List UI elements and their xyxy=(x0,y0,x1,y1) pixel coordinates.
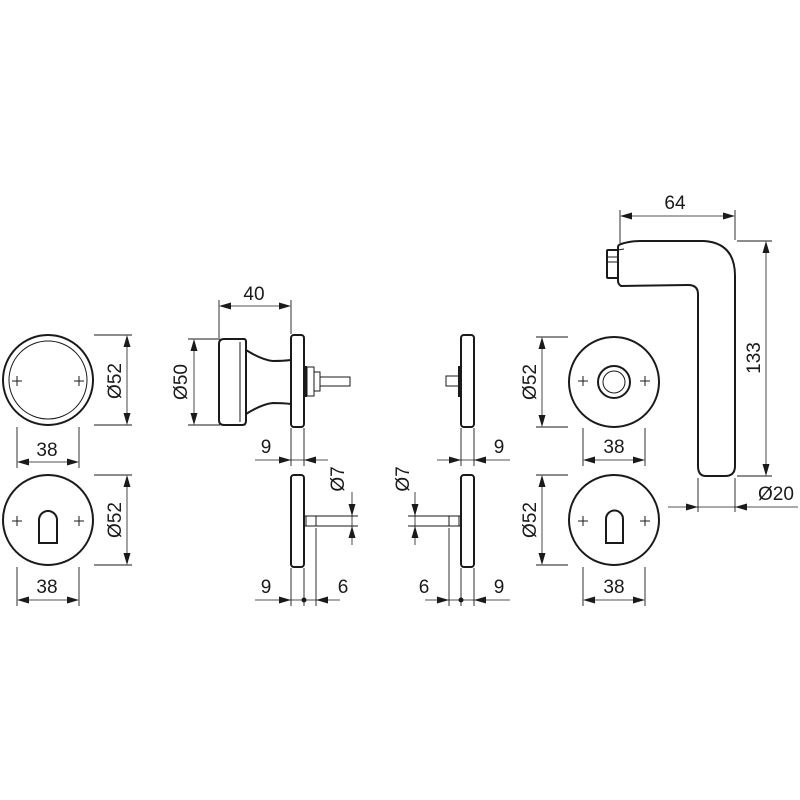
cylinder-rose-right-front-view xyxy=(568,474,660,566)
lever-diameter-dimension: Ø20 xyxy=(668,478,798,512)
right-pin-diameter-dimension: Ø7 xyxy=(393,466,449,545)
knob-diameter-label: Ø50 xyxy=(171,364,192,400)
plain-rose-diameter-dimension: Ø52 xyxy=(94,334,132,426)
left-pin-bottom-dimension: 9 6 xyxy=(255,528,348,606)
cylinder-rose-front-view xyxy=(2,474,94,566)
rose-with-pin-right xyxy=(448,474,475,568)
cylinder-rose-right-width-dimension: 38 xyxy=(582,567,646,606)
knob-rose-thickness-label: 9 xyxy=(261,437,272,458)
cylinder-rose-width-dimension: 38 xyxy=(16,567,80,606)
plain-rose-diameter-label: Ø52 xyxy=(105,363,126,399)
rose-right-thickness-label: 9 xyxy=(494,437,505,458)
right-pin-bottom-dimension: 6 9 xyxy=(419,528,510,606)
key-rose-front-view xyxy=(568,336,660,428)
cylinder-rose-right-diameter-label: Ø52 xyxy=(520,502,541,538)
key-rose-diameter-label: Ø52 xyxy=(520,364,541,400)
lever-height-dimension: 133 xyxy=(737,240,772,477)
knob-length-label: 40 xyxy=(243,284,264,305)
cylinder-rose-diameter-label: Ø52 xyxy=(105,502,126,538)
left-pin-thickness-label: 9 xyxy=(261,577,272,598)
lever-handle-side-view xyxy=(606,240,736,477)
lever-reach-label: 64 xyxy=(664,193,686,214)
plain-rose-width-dimension: 38 xyxy=(16,427,80,468)
cylinder-rose-right-diameter-dimension: Ø52 xyxy=(520,474,568,566)
knob-diameter-dimension: Ø50 xyxy=(171,338,220,426)
left-pin-diameter-dimension: Ø7 xyxy=(316,466,358,545)
left-pin-length-label: 6 xyxy=(338,577,349,598)
key-rose-width-dimension: 38 xyxy=(582,428,646,466)
rose-right-thickness-dimension: 9 xyxy=(437,428,510,466)
lever-diameter-label: Ø20 xyxy=(758,484,794,505)
plain-rose-width-label: 38 xyxy=(36,440,57,461)
key-rose-width-label: 38 xyxy=(603,437,624,458)
right-pin-thickness-label: 9 xyxy=(494,577,505,598)
rose-with-pin-left xyxy=(290,474,317,568)
lever-height-label: 133 xyxy=(744,342,765,374)
cylinder-rose-right-width-label: 38 xyxy=(603,577,624,598)
rose-side-view-right xyxy=(445,334,475,428)
key-rose-diameter-dimension: Ø52 xyxy=(520,336,568,428)
knob-side-view xyxy=(218,334,351,428)
plain-rose-front-view xyxy=(2,334,94,426)
cylinder-rose-diameter-dimension: Ø52 xyxy=(94,474,132,566)
knob-rose-thickness-dimension: 9 xyxy=(255,428,328,466)
right-pin-diameter-label: Ø7 xyxy=(393,466,414,491)
cylinder-rose-width-label: 38 xyxy=(36,577,57,598)
lever-reach-dimension: 64 xyxy=(619,193,736,243)
knob-length-dimension: 40 xyxy=(218,284,292,338)
left-pin-diameter-label: Ø7 xyxy=(328,466,349,491)
right-pin-length-label: 6 xyxy=(419,577,430,598)
